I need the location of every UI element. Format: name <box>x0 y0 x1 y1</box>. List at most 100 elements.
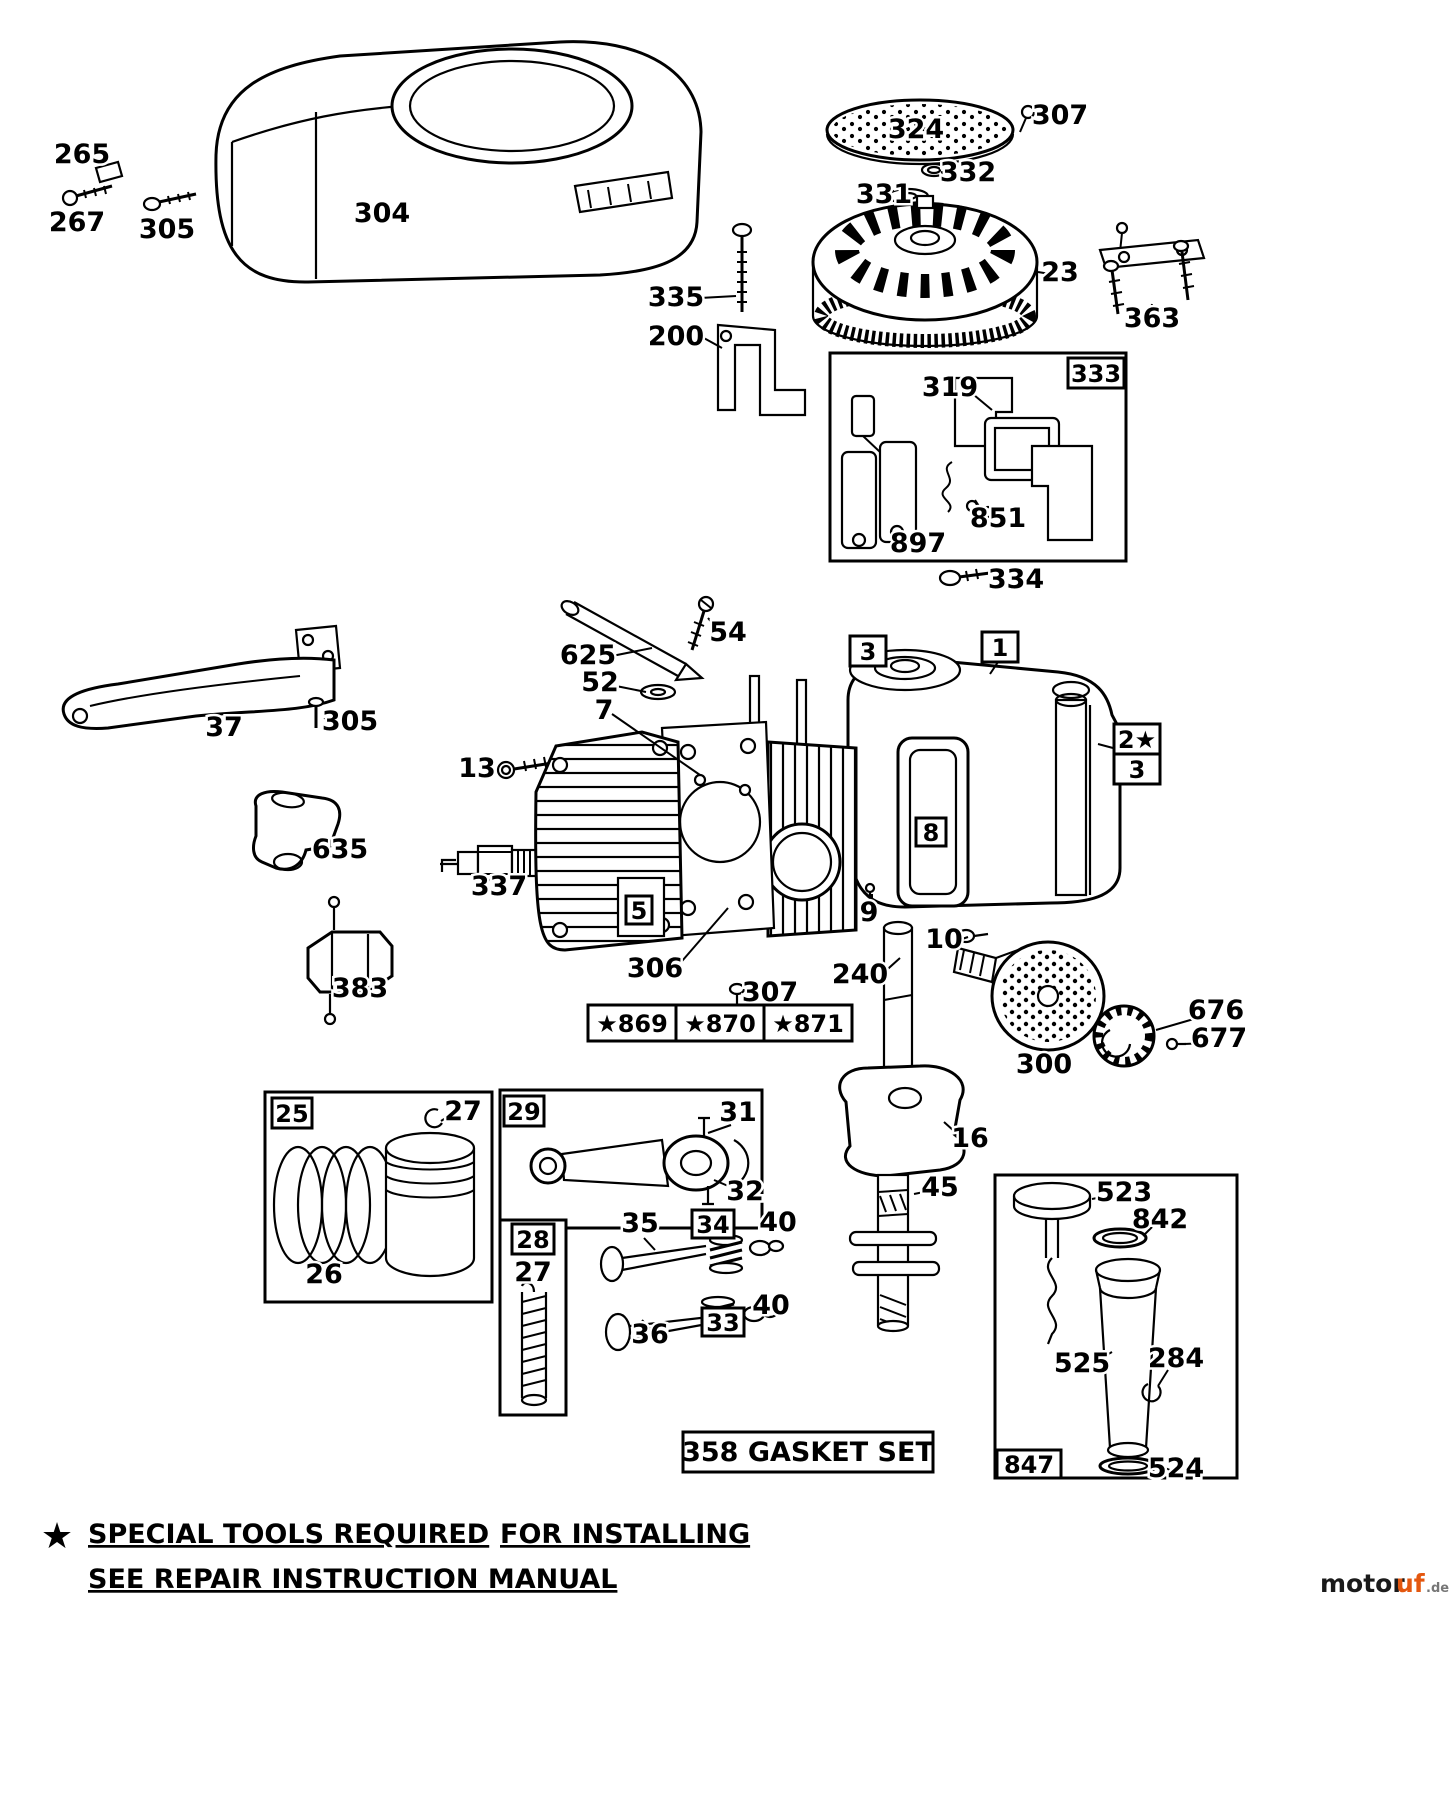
oil-fill-box-847 <box>993 1173 1239 1480</box>
part-label-26-2★: 2★ <box>1118 726 1156 754</box>
part-label-20-625: 625 <box>560 640 616 671</box>
part-label-box-49-29 <box>502 1094 546 1128</box>
part-label-57-36: 36 <box>631 1319 669 1350</box>
part-label-box-30-8 <box>914 816 948 848</box>
part-label-8-23: 23 <box>1041 257 1079 288</box>
crankshaft-16 <box>838 920 966 1333</box>
leader-lines <box>323 113 1208 1471</box>
fasteners-265-267-305 <box>61 160 197 212</box>
part-label-28-635: 635 <box>312 834 368 865</box>
head-gasket-7 <box>660 720 776 938</box>
part-label-29-337: 337 <box>471 871 527 902</box>
part-label-36-240: 240 <box>832 959 888 990</box>
cylinder-block <box>762 740 858 938</box>
part-label-42-676: 676 <box>1188 995 1244 1026</box>
gear-676 <box>1092 1004 1156 1068</box>
washer-52 <box>639 683 677 701</box>
part-label-49-29: 29 <box>507 1098 540 1126</box>
screw-13 <box>496 756 553 780</box>
part-label-box-25-1 <box>980 630 1020 664</box>
part-label-box-58-33 <box>700 1306 746 1338</box>
part-label-5-307: 307 <box>1032 100 1088 131</box>
part-label-0-265: 265 <box>54 139 110 170</box>
part-label-45-45: 45 <box>921 1172 959 1203</box>
part-label-41-300: 300 <box>1016 1049 1072 1080</box>
part-label-7-331: 331 <box>856 179 912 210</box>
part-label-24-3: 3 <box>860 638 877 666</box>
footer-note: ★ SPECIAL TOOLS REQUIRED FOR INSTALLING … <box>41 1516 750 1595</box>
part-label-25-1: 1 <box>992 634 1009 662</box>
spark-plug-337 <box>440 844 556 882</box>
watermark-logo: motor uf .de <box>1320 1569 1449 1598</box>
part-label-47-27: 27 <box>444 1096 482 1127</box>
part-label-34-383: 383 <box>332 973 388 1004</box>
part-label-box-55-34 <box>690 1208 736 1240</box>
part-label-box-12-333 <box>1066 356 1126 390</box>
part-label-2-305: 305 <box>139 214 195 245</box>
part-label-35-306: 306 <box>627 953 683 984</box>
part-label-52-28: 28 <box>516 1226 549 1254</box>
screw-54 <box>687 595 715 651</box>
hex-nut-383 <box>306 895 394 1026</box>
part-label-12-333: 333 <box>1071 360 1121 388</box>
part-label-50-31: 31 <box>719 1097 757 1128</box>
part-label-box-64-847 <box>995 1448 1063 1480</box>
part-label-61-842: 842 <box>1132 1204 1188 1235</box>
part-label-39-★870: ★870 <box>684 1010 756 1038</box>
flywheel-300 <box>952 940 1106 1052</box>
crankcase-1 <box>846 648 1122 909</box>
part-label-6-332: 332 <box>940 157 996 188</box>
part-label-22-7: 7 <box>595 695 614 726</box>
part-label-51-32: 32 <box>726 1176 764 1207</box>
part-label-3-304: 304 <box>354 198 410 229</box>
part-label-box-39-★870 <box>674 1003 766 1043</box>
blower-housing <box>214 40 703 284</box>
part-label-60-523: 523 <box>1096 1177 1152 1208</box>
watermark-motor: motor <box>1320 1569 1405 1598</box>
screw-305-mid <box>307 696 325 728</box>
part-label-box-52-28 <box>510 1222 556 1256</box>
stud-9 <box>864 882 876 908</box>
part-label-1-267: 267 <box>49 207 105 238</box>
screw-335 <box>731 222 753 312</box>
screw-334 <box>938 568 991 587</box>
part-label-19-54: 54 <box>709 617 747 648</box>
screw-677 <box>1165 1037 1186 1051</box>
part-label-box-26-2★ <box>1112 722 1162 756</box>
watermark-uf: uf <box>1396 1569 1426 1598</box>
part-label-17-37: 37 <box>205 712 243 743</box>
part-label-33-10: 10 <box>925 924 963 955</box>
screw-307-mid <box>728 982 746 1004</box>
part-label-62-525: 525 <box>1054 1348 1110 1379</box>
part-label-18-305: 305 <box>322 706 378 737</box>
nut-332 <box>920 162 948 178</box>
part-label-13-319: 319 <box>922 372 978 403</box>
rod-625 <box>560 600 705 682</box>
footer-line2: SEE REPAIR INSTRUCTION MANUAL <box>88 1564 617 1595</box>
screw-307-top <box>1019 104 1036 133</box>
deflector-37 <box>61 624 342 730</box>
part-label-65-524: 524 <box>1148 1453 1204 1484</box>
special-tools-star-icon: ★ <box>41 1516 73 1557</box>
part-label-23-13: 13 <box>458 753 496 784</box>
part-label-48-26: 26 <box>305 1259 343 1290</box>
part-label-15-897: 897 <box>890 528 946 559</box>
part-label-4-324: 324 <box>888 114 944 145</box>
part-label-9-363: 363 <box>1124 303 1180 334</box>
part-label-box-24-3 <box>848 634 888 668</box>
part-label-56-40: 40 <box>759 1207 797 1238</box>
part-label-40-★871: ★871 <box>772 1010 844 1038</box>
part-label-30-8: 8 <box>923 819 940 847</box>
flywheel-23 <box>811 194 1039 348</box>
part-label-21-52: 52 <box>581 667 619 698</box>
part-label-27-3: 3 <box>1129 756 1146 784</box>
part-label-14-851: 851 <box>970 503 1026 534</box>
elbow-635 <box>252 790 342 872</box>
part-label-box-40-★871 <box>762 1003 854 1043</box>
part-label-16-334: 334 <box>988 564 1044 595</box>
part-label-44-16: 16 <box>951 1123 989 1154</box>
part-label-63-284: 284 <box>1148 1343 1204 1374</box>
